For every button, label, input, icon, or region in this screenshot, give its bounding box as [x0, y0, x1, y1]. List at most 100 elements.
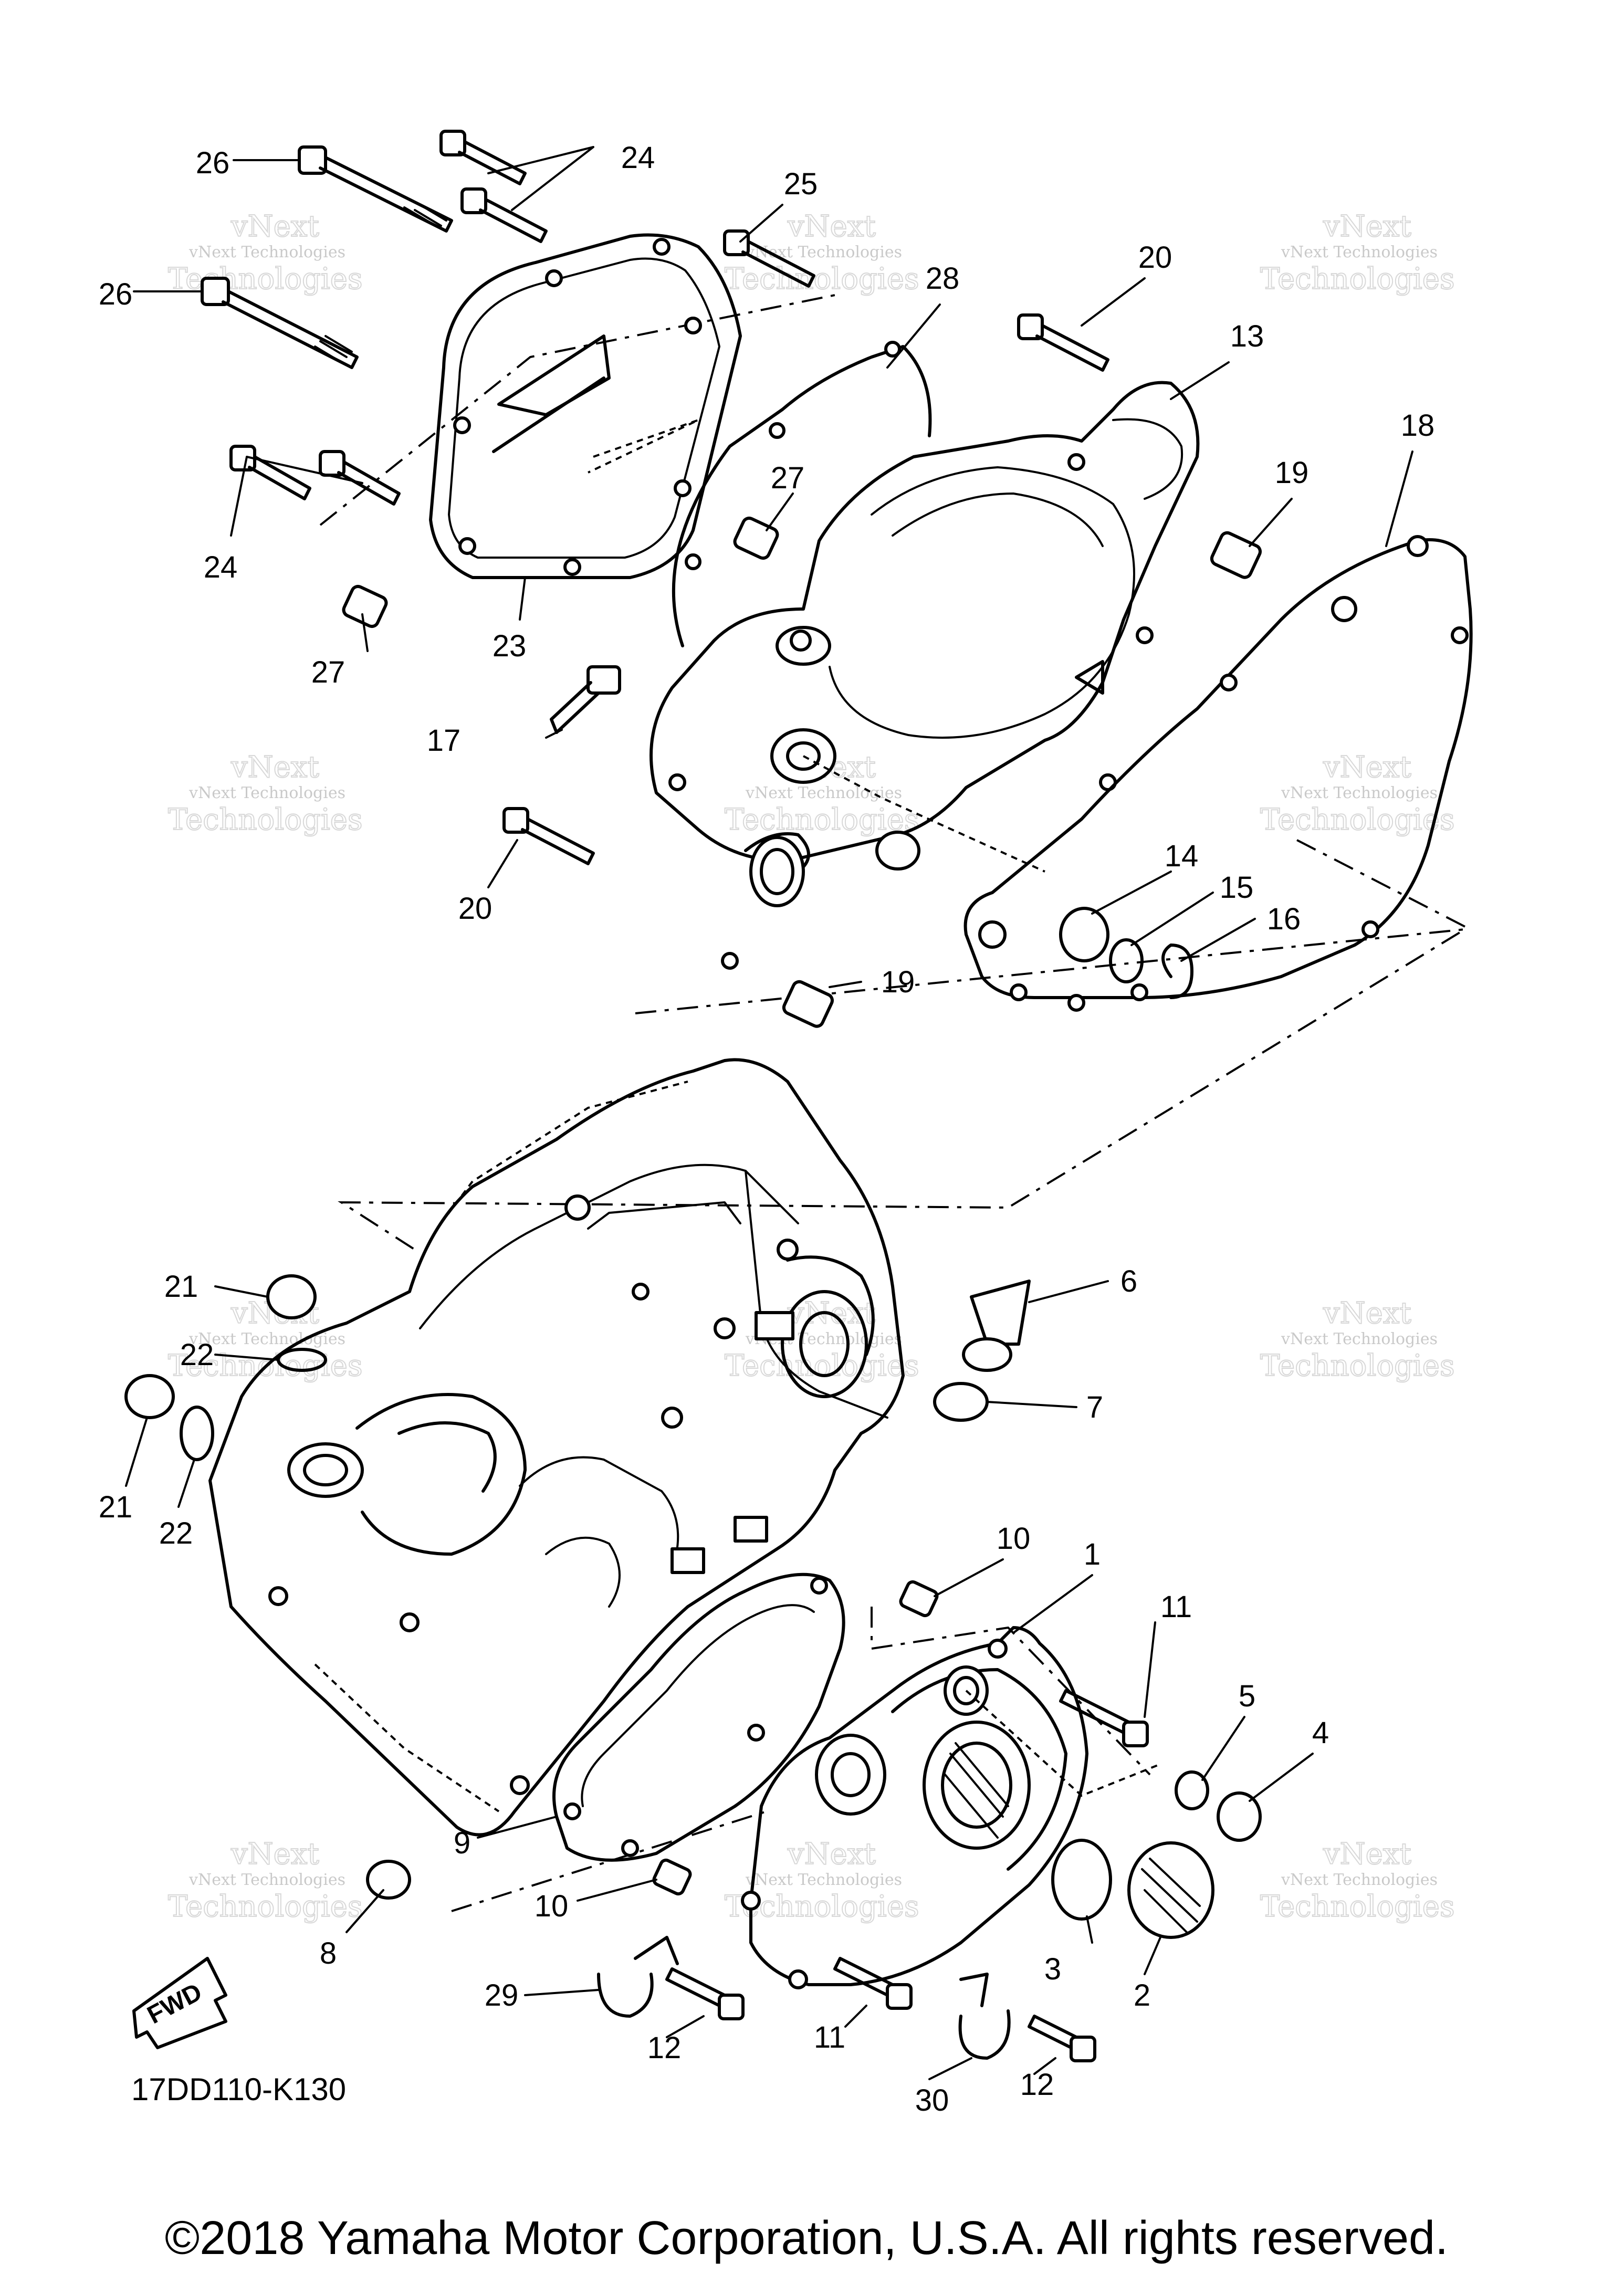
crankcase-cover-13 — [650, 381, 1200, 970]
callout-21-lower: 21 — [99, 1490, 133, 1524]
watermark: vNext vNext Technologies Technologies — [1260, 750, 1455, 837]
watermark: vNext vNext Technologies Technologies — [1260, 1837, 1455, 1924]
callout-3: 3 — [1044, 1952, 1061, 1986]
svg-text:vNext Technologies: vNext Technologies — [745, 1871, 902, 1889]
bolt-11-12 — [665, 1689, 1149, 2062]
callout-7: 7 — [1086, 1390, 1103, 1424]
svg-text:Technologies: Technologies — [725, 1349, 919, 1383]
clutch-cover-23 — [429, 233, 742, 579]
callout-labels: 1 2 3 4 5 6 7 8 9 10 10 11 11 12 12 13 1… — [99, 141, 1435, 2117]
svg-text:Technologies: Technologies — [725, 262, 919, 296]
callout-25: 25 — [784, 167, 818, 201]
svg-text:Technologies: Technologies — [168, 1890, 363, 1924]
plugs — [366, 665, 1262, 1939]
svg-text:vNext Technologies: vNext Technologies — [188, 1871, 345, 1889]
callout-11-upper: 11 — [1160, 1590, 1192, 1624]
callout-24-lower: 24 — [204, 550, 238, 584]
watermark: vNext vNext Technologies Technologies — [724, 750, 920, 837]
bolt-25 — [723, 229, 815, 288]
svg-text:Technologies: Technologies — [168, 803, 363, 837]
watermark: vNext vNext Technologies Technologies — [1260, 1296, 1455, 1383]
callout-12-left: 12 — [647, 2031, 682, 2065]
fwd-label: FWD — [143, 1978, 206, 2029]
svg-text:vNext Technologies: vNext Technologies — [188, 243, 345, 261]
callout-13: 13 — [1230, 319, 1264, 353]
svg-text:Technologies: Technologies — [1260, 1349, 1455, 1383]
callout-24-upper: 24 — [621, 141, 655, 175]
callout-26-upper: 26 — [196, 146, 230, 180]
callout-5: 5 — [1239, 1679, 1255, 1713]
watermark: vNext vNext Technologies Technologies — [724, 209, 920, 297]
watermark: vNext vNext Technologies Technologies — [1260, 209, 1455, 297]
callout-30: 30 — [915, 2083, 949, 2117]
svg-text:vNext: vNext — [1323, 209, 1411, 244]
svg-text:Technologies: Technologies — [725, 803, 919, 837]
callout-1: 1 — [1084, 1537, 1101, 1571]
callout-4: 4 — [1312, 1716, 1329, 1750]
watermark: vNext vNext Technologies Technologies — [167, 750, 363, 837]
callout-18: 18 — [1401, 408, 1435, 443]
callout-9: 9 — [454, 1826, 470, 1860]
seals — [1059, 907, 1193, 999]
svg-text:vNext Technologies: vNext Technologies — [1281, 1871, 1438, 1889]
callout-19-lower: 19 — [881, 965, 915, 999]
dowels — [124, 516, 1262, 1896]
svg-text:vNext: vNext — [1323, 750, 1411, 784]
watermark: vNext vNext Technologies Technologies — [167, 209, 363, 297]
svg-text:vNext Technologies: vNext Technologies — [188, 784, 345, 802]
clamps — [597, 1936, 1011, 2060]
callout-20-lower: 20 — [458, 892, 493, 926]
assembly-frames — [319, 293, 1471, 1912]
callout-26-lower: 26 — [99, 277, 133, 311]
callout-22-lower: 22 — [159, 1516, 193, 1550]
watermarks: vNext vNext Technologies Technologies vN… — [167, 209, 1455, 1924]
callout-27-upper: 27 — [771, 461, 805, 495]
watermark: vNext vNext Technologies Technologies — [724, 1296, 920, 1383]
svg-text:Technologies: Technologies — [1260, 262, 1455, 296]
watermark: vNext vNext Technologies Technologies — [167, 1837, 363, 1924]
svg-text:vNext: vNext — [231, 1837, 319, 1871]
svg-text:vNext: vNext — [231, 750, 319, 784]
callout-21-upper: 21 — [164, 1270, 198, 1304]
callout-6: 6 — [1120, 1264, 1137, 1298]
leader-lines — [125, 146, 1413, 2080]
callout-8: 8 — [320, 1936, 337, 1970]
svg-text:vNext: vNext — [787, 1837, 876, 1871]
left-cover-1 — [741, 1626, 1161, 1989]
callout-10-lower: 10 — [535, 1889, 569, 1923]
gasket-9 — [552, 1572, 845, 1862]
callout-27-lower: 27 — [311, 655, 345, 689]
svg-text:Technologies: Technologies — [1260, 803, 1455, 837]
callout-19-upper: 19 — [1275, 456, 1309, 490]
callout-15: 15 — [1220, 871, 1254, 905]
fwd-arrow: FWD — [132, 1957, 227, 2049]
svg-text:vNext Technologies: vNext Technologies — [1281, 784, 1438, 802]
diagram-code: 17DD110-K130 — [131, 2072, 347, 2107]
crankcase — [208, 1058, 905, 1837]
callout-17: 17 — [427, 724, 461, 758]
callout-12-right: 12 — [1020, 2068, 1054, 2102]
gasket-18 — [963, 535, 1473, 1012]
svg-text:vNext: vNext — [787, 209, 876, 244]
svg-text:vNext Technologies: vNext Technologies — [745, 784, 902, 802]
callout-11-lower: 11 — [814, 2020, 845, 2054]
callout-14: 14 — [1165, 839, 1199, 873]
bolt-26-upper — [298, 145, 453, 233]
svg-text:vNext: vNext — [1323, 1296, 1411, 1330]
gasket-28 — [672, 341, 932, 647]
svg-text:Technologies: Technologies — [1260, 1890, 1455, 1924]
copyright-notice: ©2018 Yamaha Motor Corporation, U.S.A. A… — [164, 2212, 1449, 2264]
callout-29: 29 — [485, 1978, 519, 2012]
svg-text:vNext: vNext — [1323, 1837, 1411, 1871]
callout-2: 2 — [1134, 1978, 1150, 2012]
bolt-24 — [229, 130, 548, 506]
svg-text:vNext: vNext — [231, 209, 319, 244]
svg-text:vNext Technologies: vNext Technologies — [1281, 243, 1438, 261]
callout-23: 23 — [493, 629, 527, 663]
callout-22-upper: 22 — [180, 1338, 214, 1372]
callout-20-upper: 20 — [1138, 240, 1172, 275]
bolt-20 — [502, 313, 1109, 865]
callout-10-upper: 10 — [997, 1522, 1031, 1556]
small-parts — [124, 130, 1262, 2062]
